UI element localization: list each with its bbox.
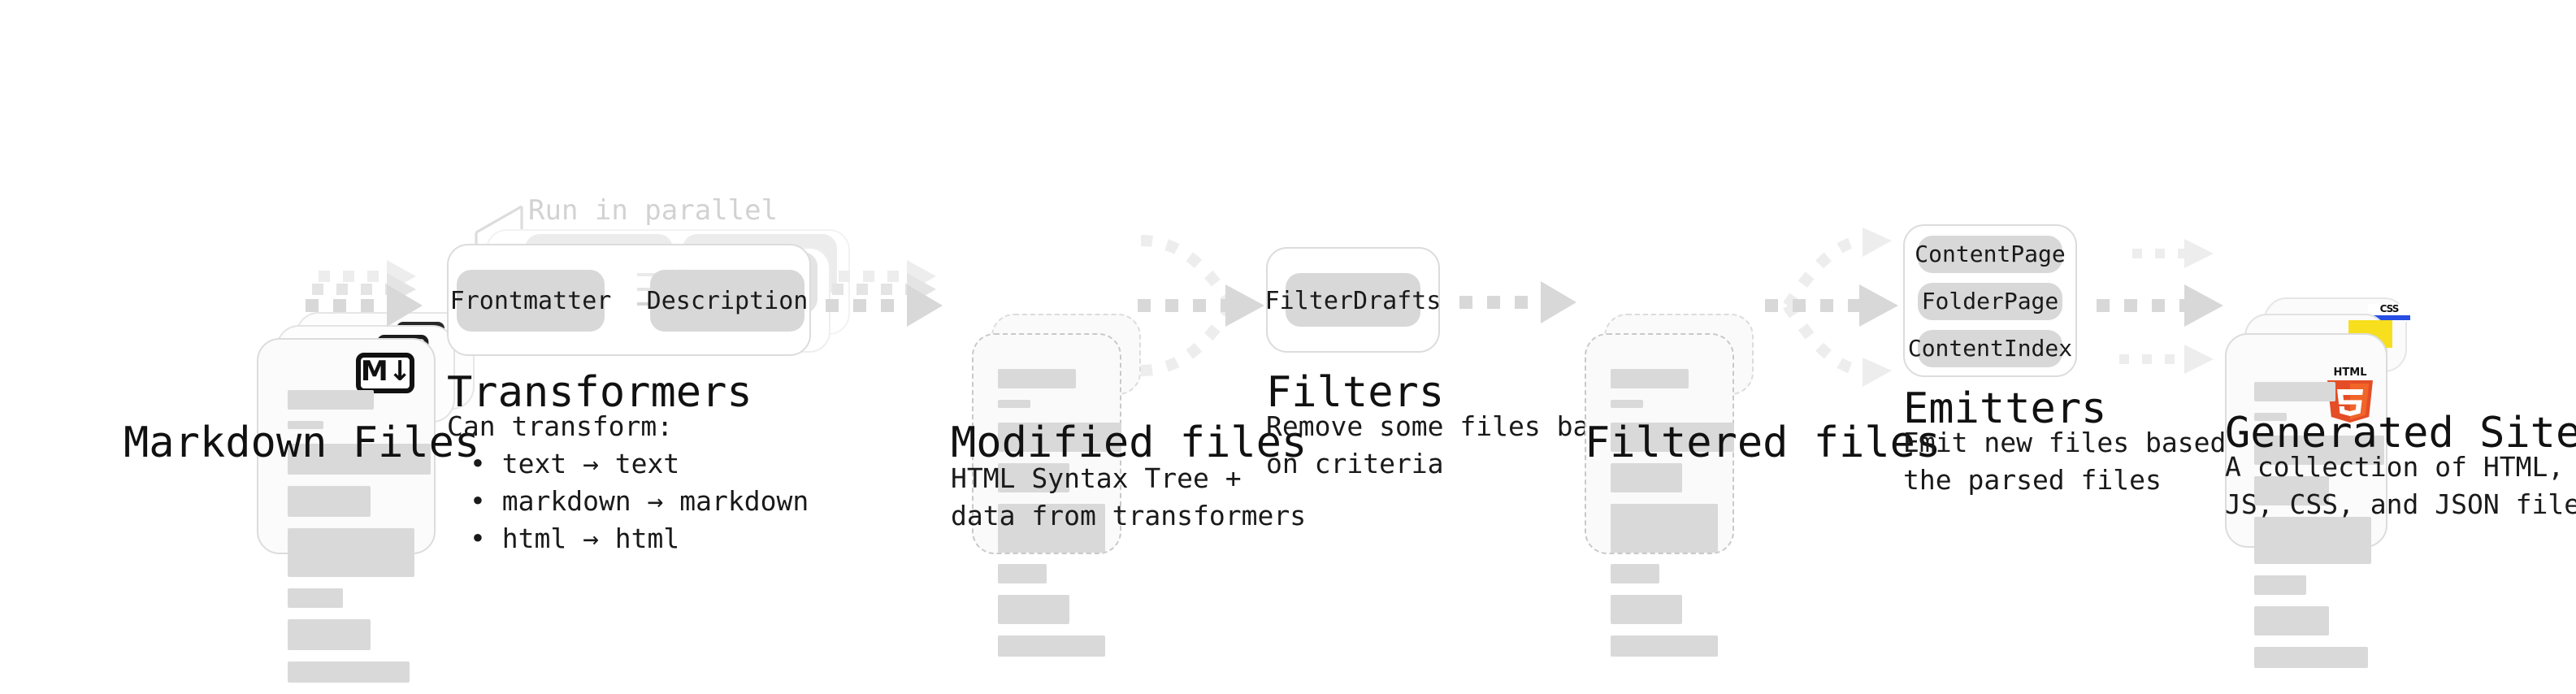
- markdown-file-content: [288, 390, 431, 694]
- transformers-to-modified-arrow: [826, 260, 943, 327]
- description-chip[interactable]: Description: [647, 270, 808, 332]
- svg-text:HTML: HTML: [2334, 367, 2367, 379]
- transformers-title: Transformers: [447, 369, 752, 418]
- folderpage-chip[interactable]: FolderPage: [1918, 283, 2062, 320]
- modified-file-content: [998, 369, 1121, 668]
- markdown-to-transformers-arrow: [306, 260, 423, 327]
- contentindex-chip[interactable]: ContentIndex: [1908, 330, 2072, 367]
- contentpage-chip[interactable]: ContentPage: [1915, 236, 2066, 273]
- modified-files-subtitle: HTML Syntax Tree + data from transformer…: [951, 463, 1307, 531]
- modified-to-filters-arrow: [1138, 235, 1264, 376]
- site-file-content: [2254, 382, 2384, 679]
- filters-to-filtered-arrow: [1459, 281, 1576, 323]
- generated-site-subtitle: A collection of HTML, JS, CSS, and JSON …: [2225, 452, 2576, 520]
- frontmatter-chip[interactable]: Frontmatter: [450, 270, 611, 332]
- generated-site-stack: CSS HTML: [2225, 297, 2410, 668]
- emitters-to-site-arrow: [2097, 239, 2223, 374]
- css-icon: CSS: [2368, 304, 2410, 322]
- filters-title: Filters: [1266, 369, 1445, 418]
- markdown-icon: M↓: [356, 353, 414, 393]
- emitters-subtitle: Emit new files based on the parsed files: [1903, 427, 2275, 496]
- css-icon-rule: [2368, 315, 2410, 320]
- run-in-parallel-label: Run in parallel: [528, 195, 778, 228]
- filterdrafts-chip[interactable]: FilterDrafts: [1265, 273, 1441, 327]
- transformers-subtitle: Can transform:: [447, 411, 674, 442]
- filters-subtitle: Remove some files based on criteria: [1266, 411, 1637, 479]
- emitters-title: Emitters: [1903, 385, 2107, 434]
- transformers-bullet-0: • text → text: [470, 449, 680, 479]
- filtered-files-title: Filtered files: [1585, 419, 1941, 468]
- markdown-files-title: Markdown Files: [124, 419, 480, 468]
- transformers-bullets: • text → text • markdown → markdown • ht…: [447, 445, 809, 557]
- generated-site-title: Generated Site: [2225, 410, 2576, 458]
- html5-icon: HTML: [2322, 362, 2378, 426]
- filtered-to-emitters-arrow: [1765, 228, 1898, 387]
- transformers-bullet-1: • markdown → markdown: [470, 486, 809, 517]
- css-icon-label: CSS: [2379, 304, 2400, 315]
- transformers-bullet-2: • html → html: [470, 523, 680, 554]
- filtered-file-content: [1611, 369, 1734, 668]
- modified-files-title: Modified files: [951, 419, 1308, 468]
